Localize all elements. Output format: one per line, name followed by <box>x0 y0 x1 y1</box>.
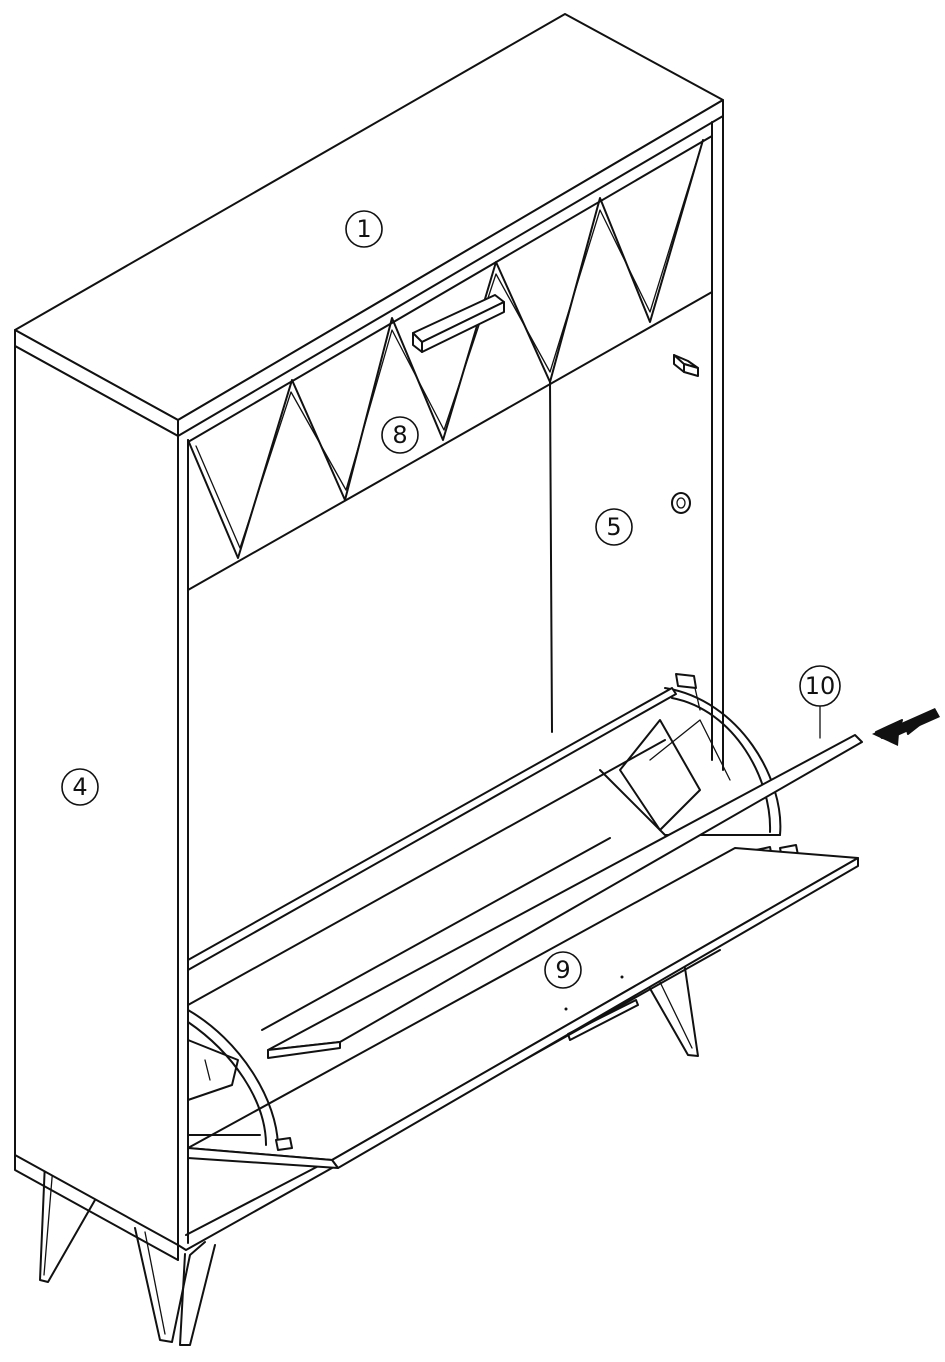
svg-text:4: 4 <box>72 773 87 801</box>
callout-10: 10 <box>799 665 841 707</box>
callout-5: 5 <box>595 508 633 546</box>
drawer-front <box>187 135 713 733</box>
left-side-panel <box>14 345 189 1261</box>
svg-text:9: 9 <box>555 956 570 984</box>
svg-text:5: 5 <box>606 513 621 541</box>
lower-flap-door <box>187 847 859 1169</box>
legs <box>39 967 699 1346</box>
push-arrow-icon <box>872 708 940 746</box>
svg-text:10: 10 <box>805 672 836 700</box>
right-door <box>671 354 699 514</box>
lower-flap-mechanism <box>187 1009 293 1151</box>
svg-text:1: 1 <box>356 215 371 243</box>
callout-1: 1 <box>345 210 383 248</box>
callout-4: 4 <box>61 768 99 806</box>
callout-8: 8 <box>381 416 419 454</box>
callout-9: 9 <box>544 951 582 989</box>
svg-text:8: 8 <box>392 421 407 449</box>
upper-shelf-board <box>187 687 863 1059</box>
